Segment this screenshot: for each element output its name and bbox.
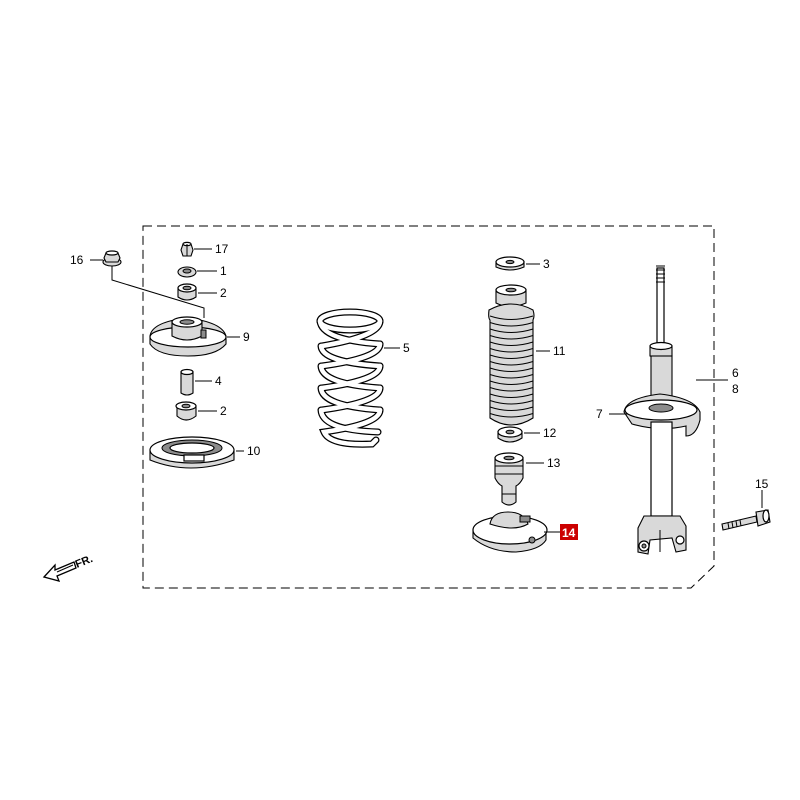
label-9: 9 [243, 330, 250, 344]
boot-rib [489, 361, 534, 366]
label-8: 8 [732, 382, 739, 396]
boot-rib [489, 393, 534, 398]
boot-rib [489, 341, 534, 346]
part-13-bump-stop[interactable] [494, 452, 524, 506]
label-14: 14 [562, 526, 576, 540]
boot-rib [489, 328, 534, 333]
label-7: 7 [596, 407, 603, 421]
front-marker-label: FR. [74, 553, 95, 571]
label-1: 1 [220, 264, 227, 278]
boot-rib [489, 400, 534, 405]
boot-rib [489, 374, 534, 379]
label-17: 17 [215, 242, 229, 256]
label-10: 10 [247, 444, 261, 458]
part-2-upper-bushing[interactable] [177, 283, 197, 301]
boot-rib [489, 348, 534, 353]
part-4-collar[interactable] [180, 368, 194, 396]
boot-rib [489, 322, 534, 327]
part-9-upper-mount[interactable] [149, 316, 227, 357]
boot-rib [489, 367, 534, 372]
boot-rib [489, 380, 534, 385]
label-5: 5 [403, 341, 410, 355]
boot-rib [489, 387, 534, 392]
label-11: 11 [553, 344, 566, 358]
label-15: 15 [755, 477, 769, 491]
label-12: 12 [543, 426, 557, 440]
label-14-highlight [560, 524, 578, 540]
part-16-flange-nut[interactable] [102, 250, 122, 267]
part-6-8-shock-absorber[interactable] [623, 265, 701, 555]
part-5-coil-spring[interactable] [316, 308, 384, 448]
boot-rib [489, 413, 534, 418]
label-16: 16 [70, 253, 84, 267]
part-15-bolt[interactable] [721, 509, 771, 531]
label-3: 3 [543, 257, 550, 271]
part-11-dust-boot[interactable] [488, 284, 535, 426]
boot-rib [489, 354, 534, 359]
assembly-boundary [142, 225, 715, 589]
part-10-spring-seat[interactable] [149, 436, 235, 469]
boot-rib [489, 315, 534, 320]
part-1-washer[interactable] [177, 266, 197, 278]
part-14-lower-bracket[interactable] [472, 511, 548, 553]
front-direction-arrow-icon [42, 561, 77, 582]
part-3-washer[interactable] [495, 256, 525, 271]
part-12-washer[interactable] [497, 426, 523, 443]
leader-16b [111, 266, 205, 318]
boot-rib [489, 335, 534, 340]
label-4: 4 [215, 374, 222, 388]
label-13: 13 [547, 456, 561, 470]
label-2a: 2 [220, 286, 227, 300]
label-6: 6 [732, 366, 739, 380]
part-2-lower-bushing[interactable] [175, 401, 197, 421]
part-17-nut[interactable] [180, 241, 194, 257]
boot-rib [489, 406, 534, 411]
label-2b: 2 [220, 404, 227, 418]
